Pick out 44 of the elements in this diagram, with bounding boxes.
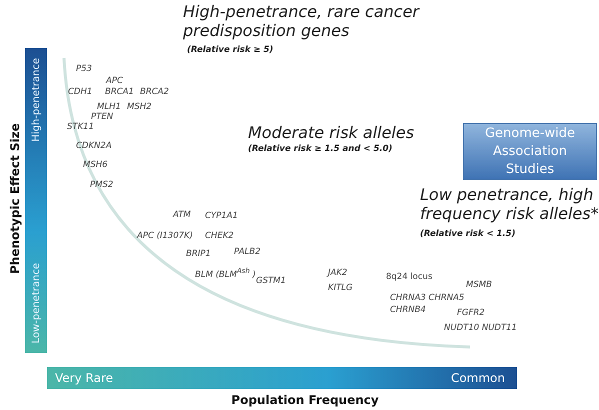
gene-label: GSTM1 — [256, 276, 286, 286]
gene-label: ATM — [173, 210, 191, 220]
gene-label: P53 — [76, 64, 92, 74]
gene-label: STK11 — [67, 122, 94, 132]
bar-label: High-penetrance — [30, 58, 42, 142]
heading: High-penetrance, rare cancer predisposition genes — [183, 2, 421, 40]
gene-label: CDH1 — [68, 87, 92, 97]
gene-label: BRCA1 — [105, 87, 134, 97]
gene-label: APC (I1307K) — [137, 231, 193, 241]
gene-label: MSH6 — [83, 160, 108, 170]
heading: Moderate risk alleles — [248, 123, 414, 142]
gene-label: CYP1A1 — [205, 211, 238, 221]
gene-label: MLH1 — [97, 102, 121, 112]
gradient-bar — [25, 48, 47, 353]
gene-label: APC — [106, 76, 123, 86]
info-box — [463, 123, 597, 180]
note: (Relative risk < 1.5) — [420, 229, 516, 239]
gene-label: MSMB — [466, 280, 492, 290]
gene-label: PTEN — [91, 112, 114, 122]
gradient-bar — [47, 367, 517, 389]
heading: Low penetrance, high frequency risk alleles* — [420, 185, 599, 223]
gene-label: BLM (BLM$^{Ash}$ ) — [195, 266, 256, 280]
note: (Relative risk ≥ 5) — [187, 45, 274, 55]
axis-title: Population Frequency — [230, 393, 380, 407]
note: (Relative risk ≥ 1.5 and < 5.0) — [248, 144, 392, 154]
gene-label: PMS2 — [90, 180, 114, 190]
gene-label: CHRNA3 CHRNA5 — [390, 293, 464, 303]
gene-label: FGFR2 — [457, 308, 485, 318]
bar-label: Very Rare — [55, 371, 113, 385]
bar-label: Low-penetrance — [30, 262, 42, 343]
axis-title: Phenotypic Effect Size — [8, 124, 22, 274]
gene-label: 8q24 locus — [386, 272, 432, 282]
gene-label: JAK2 — [328, 268, 348, 278]
gene-label: CDKN2A — [76, 141, 112, 151]
gene-label: CHEK2 — [205, 231, 234, 241]
gene-label: CHRNB4 — [390, 305, 426, 315]
box-title: Genome-wide Association Studies — [484, 124, 576, 178]
gene-label: BRCA2 — [140, 87, 169, 97]
gene-label: KITLG — [328, 283, 353, 293]
gene-label: NUDT10 NUDT11 — [444, 323, 517, 333]
bar-label: Common — [450, 371, 505, 385]
gene-label: PALB2 — [234, 247, 260, 257]
gene-label: BRIP1 — [186, 249, 211, 259]
gene-label: MSH2 — [127, 102, 152, 112]
